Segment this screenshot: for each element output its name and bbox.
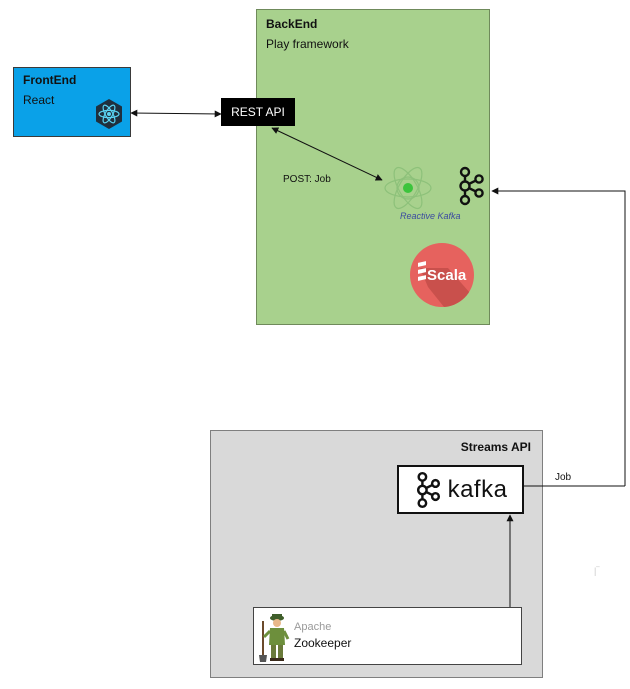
scala-label: Scala (427, 267, 467, 284)
rest-api-label: REST API (231, 105, 285, 119)
reactive-kafka-label: Reactive Kafka (400, 211, 461, 221)
reactive-kafka-icon (384, 166, 432, 210)
rest-reactive-edge (271, 127, 383, 181)
rest-api-node: REST API (221, 98, 295, 126)
frontend-title: FrontEnd (23, 73, 77, 87)
kafka-node: kafka (397, 465, 524, 514)
job-to-backend-edge (491, 187, 626, 486)
react-icon (96, 99, 122, 129)
zookeeper-label: Zookeeper (294, 636, 352, 650)
zookeeper-apache-label: Apache (294, 621, 332, 633)
kafka-label: kafka (447, 475, 508, 503)
backend-subtitle: Play framework (266, 37, 349, 51)
kafka-icon (459, 166, 484, 206)
job-edge-label: Job (555, 472, 572, 483)
frontend-subtitle: React (23, 93, 55, 107)
zookeeper-node: Apache Zookeeper (253, 607, 522, 665)
streams-api-title: Streams API (460, 440, 531, 454)
zookeeper-keeper-icon (259, 614, 290, 662)
scala-icon: Scala (410, 243, 474, 307)
frontend-rest-edge (130, 109, 222, 118)
frontend-box: FrontEnd React (13, 67, 131, 137)
backend-title: BackEnd (266, 17, 318, 31)
faint-mark: |‾ (594, 566, 600, 576)
kafka-logo-icon (416, 471, 440, 508)
